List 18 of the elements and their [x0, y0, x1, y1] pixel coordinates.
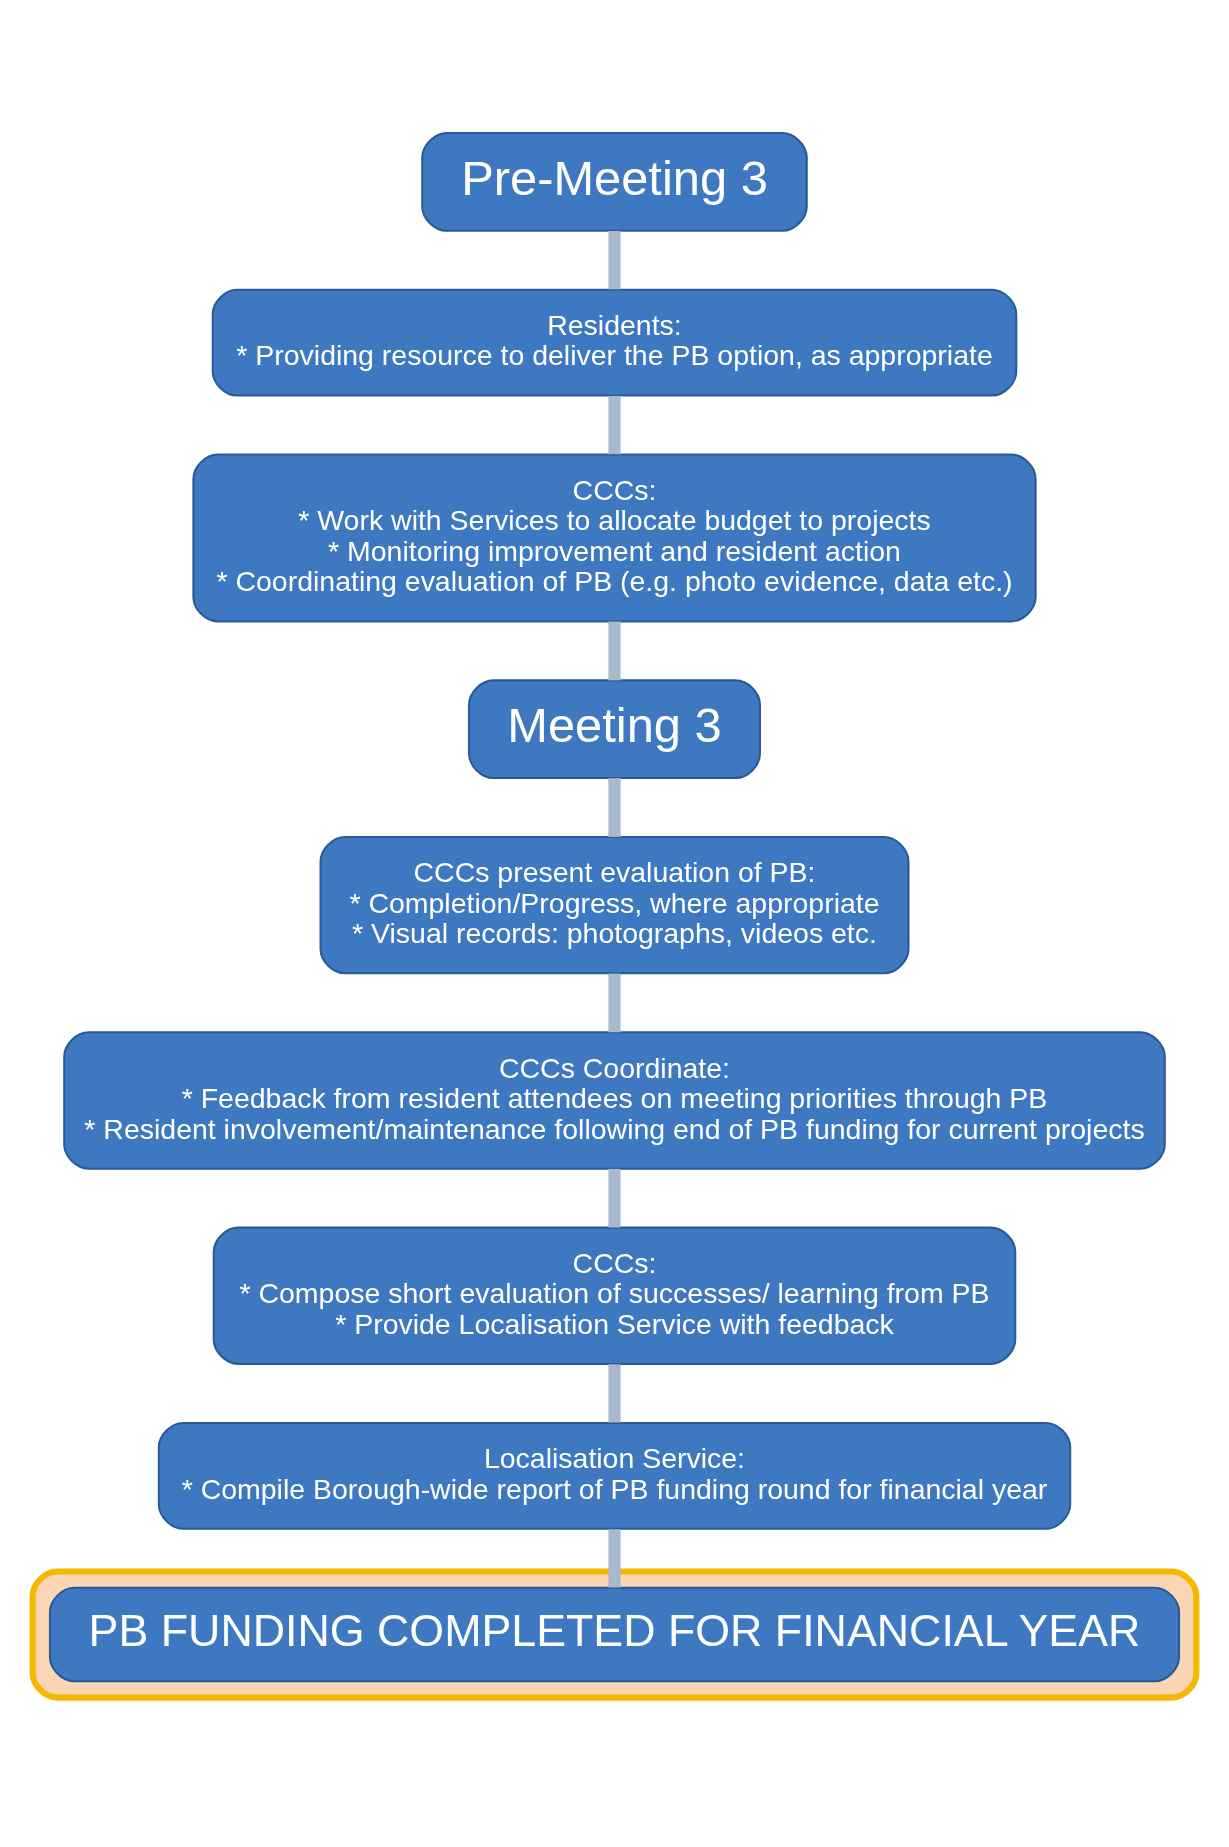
connector	[608, 395, 621, 455]
connector	[608, 231, 621, 290]
connector	[608, 621, 621, 681]
cluster	[29, 1568, 1200, 1701]
node-box: Meeting 3	[468, 679, 761, 780]
node-box: PB FUNDING COMPLETED FOR FINANCIAL YEAR	[48, 1586, 1181, 1683]
connector	[608, 973, 621, 1033]
connector	[608, 1364, 621, 1423]
node-box: CCCs: * Work with Services to allocate budget to projects * Monitoring improvement and resident action * Coordinating evaluation of PB (e.g. photo evidence, data etc.)	[192, 453, 1037, 623]
node-box: CCCs Coordinate: * Feedback from resident attendees on meeting priorities through PB * Resident involvement/maintenance following end of PB funding for current projects	[63, 1031, 1166, 1170]
connector	[608, 1168, 621, 1228]
node-box: Localisation Service: * Compile Borough-wide report of PB funding round for financial year	[157, 1421, 1072, 1530]
node-box: CCCs present evaluation of PB: * Completion/Progress, where appropriate * Visual records: photographs, videos etc.	[319, 836, 910, 975]
node-box: CCCs: * Compose short evaluation of successes/ learning from PB * Provide Localisation Service with feedback	[212, 1226, 1017, 1365]
connector	[608, 778, 621, 837]
node-box: Residents: * Providing resource to deliver the PB option, as appropriate	[211, 288, 1018, 397]
connector	[608, 1529, 621, 1588]
node-box: Pre-Meeting 3	[421, 132, 808, 232]
